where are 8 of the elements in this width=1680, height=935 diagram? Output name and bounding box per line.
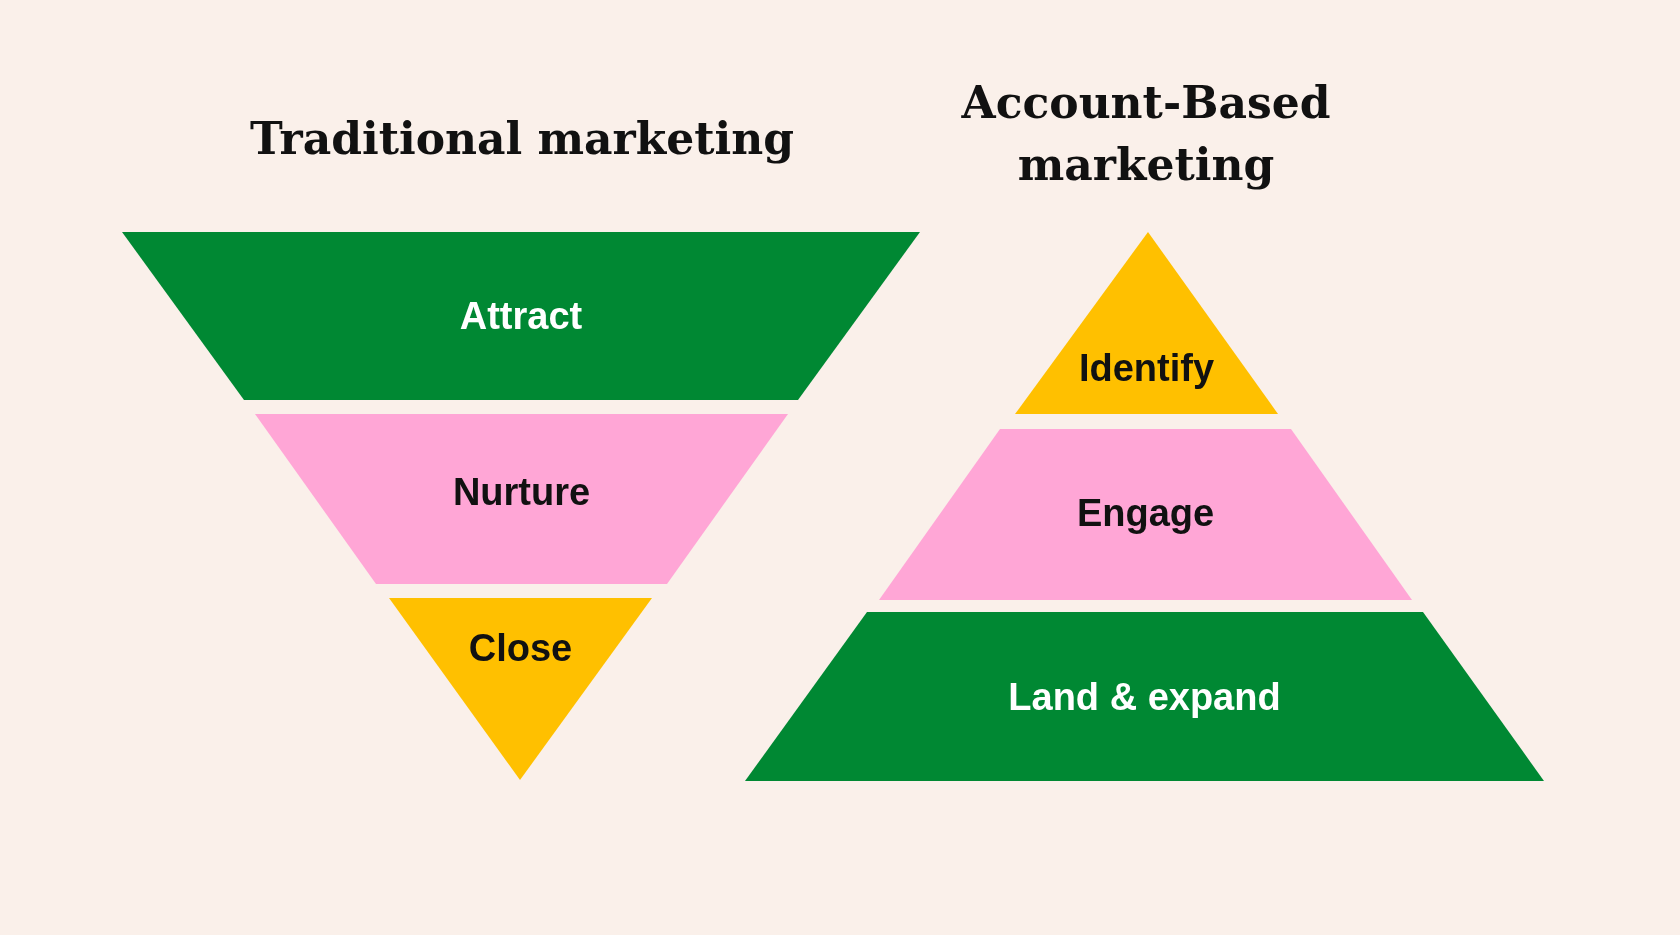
stage-label: Land & expand bbox=[1007, 675, 1282, 719]
stage-label: Attract bbox=[458, 294, 584, 338]
stage-label: Close bbox=[467, 626, 574, 670]
column-heading: Account-Based marketing bbox=[960, 76, 1332, 192]
stage-label: Nurture bbox=[451, 470, 592, 514]
column-heading: Traditional marketing bbox=[248, 112, 796, 166]
stage-label: Engage bbox=[1075, 491, 1216, 535]
stage-label: Identify bbox=[1077, 346, 1216, 390]
